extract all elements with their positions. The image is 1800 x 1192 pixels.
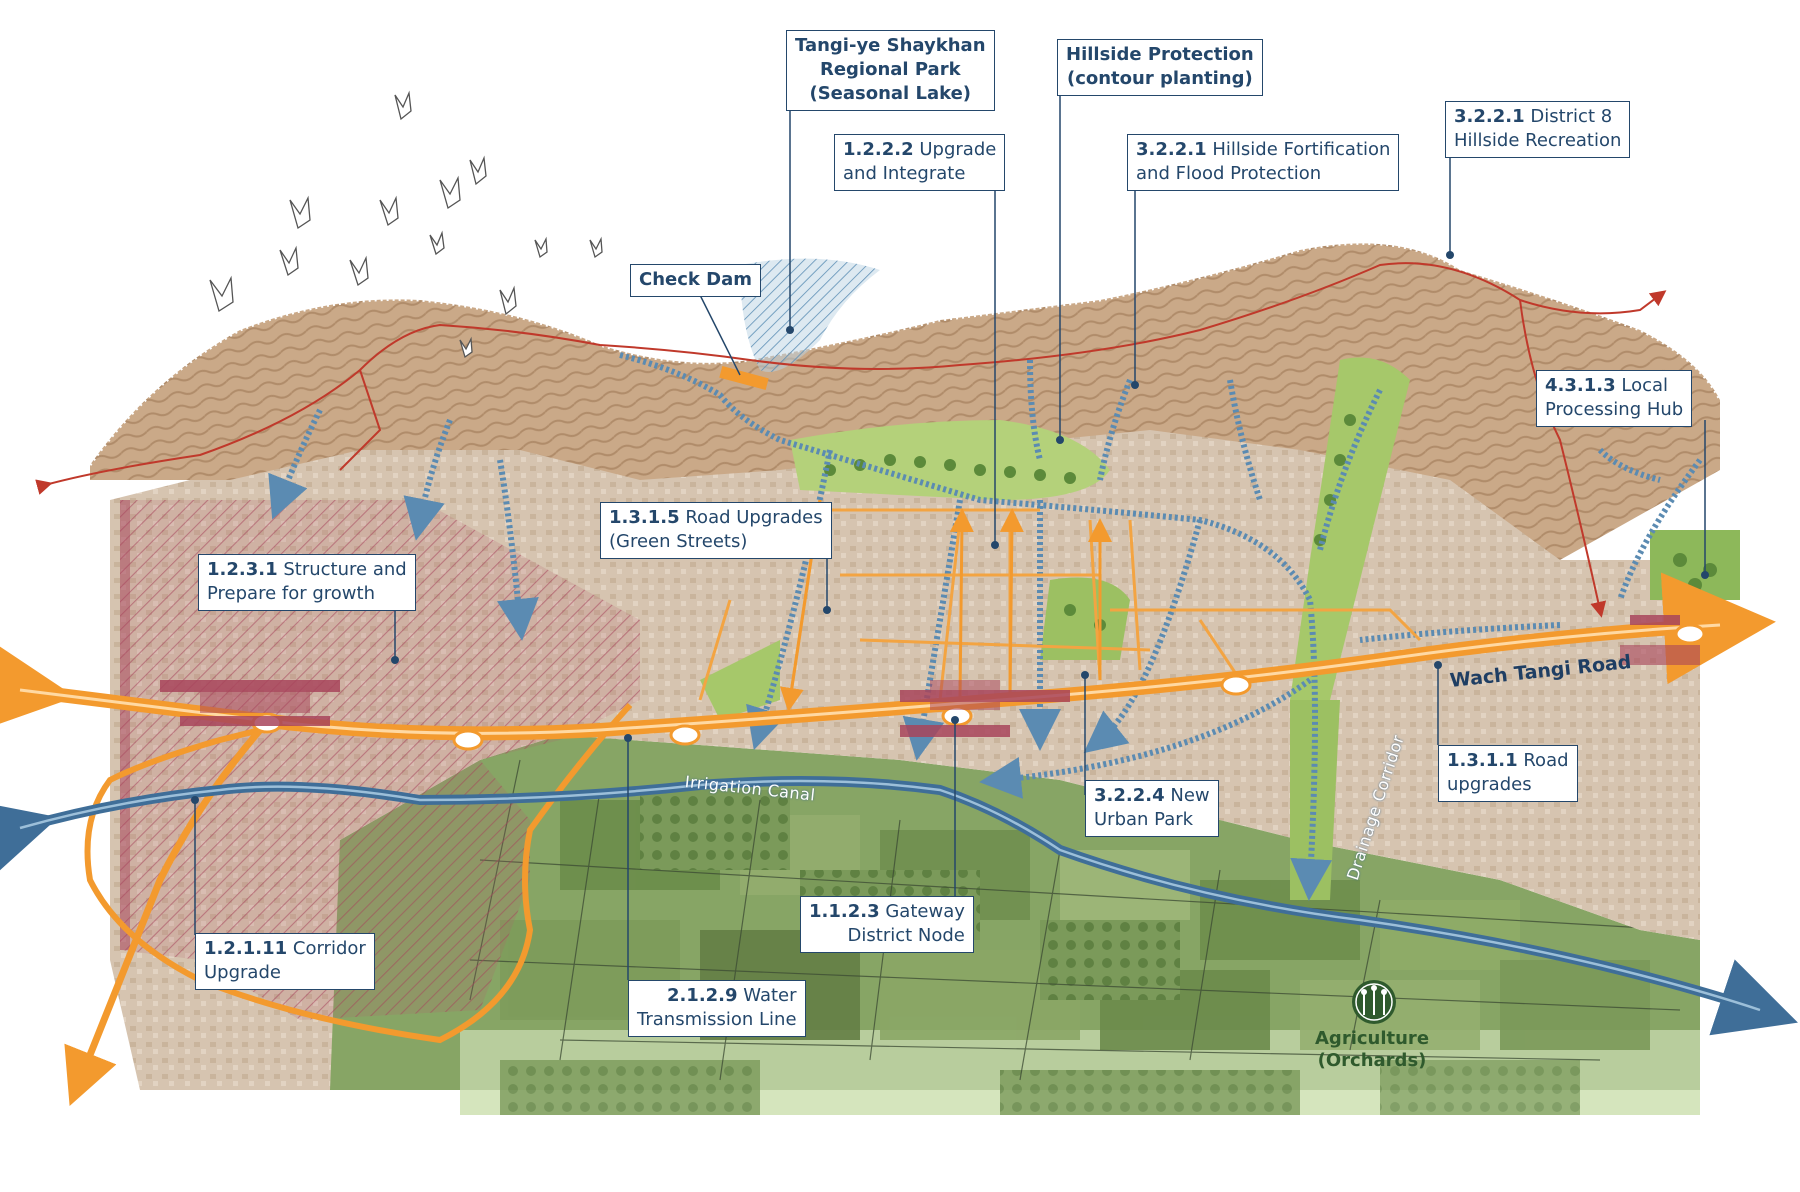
ridge-branch	[1519, 299, 1607, 618]
label-upgrade-integrate: 1.2.2.2 Upgrade and Integrate	[834, 134, 1006, 191]
label-district8: 3.2.2.1 District 8 Hillside Recreation	[1445, 101, 1631, 158]
label-hillside-fortification: 3.2.2.1 Hillside Fortification and Flood…	[1127, 134, 1400, 191]
label-line: upgrades	[1447, 774, 1532, 795]
label-code: 3.2.2.1	[1136, 139, 1207, 160]
label-line: Transmission Line	[637, 1009, 797, 1030]
label-line: (contour planting)	[1066, 68, 1253, 89]
label-line: Regional Park	[819, 59, 961, 80]
leader-lines	[194, 75, 1706, 980]
label-line: District Node	[847, 925, 965, 946]
irrigation-canal-highlight	[19, 779, 1761, 1012]
label-structure-prepare: 1.2.3.1 Structure and Prepare for growth	[198, 554, 416, 611]
label-line: District 8	[1530, 106, 1613, 127]
agriculture-label-line: Agriculture	[1315, 1028, 1430, 1049]
label-line: Urban Park	[1094, 809, 1194, 830]
ridge-trail	[35, 262, 1667, 495]
growth-zone-edge	[120, 500, 130, 950]
label-road-upgrades: 1.3.1.1 Road upgrades	[1438, 745, 1578, 802]
leader-dots	[191, 251, 1709, 804]
bird-icon	[209, 90, 603, 359]
label-line: New	[1170, 785, 1210, 806]
agriculture-label: Agriculture (Orchards)	[1315, 1028, 1429, 1072]
label-line: Check Dam	[639, 269, 752, 290]
label-line: and Flood Protection	[1136, 163, 1322, 184]
label-line: and Integrate	[843, 163, 966, 184]
label-line: Corridor	[292, 938, 366, 959]
label-code: 3.2.2.4	[1094, 785, 1165, 806]
label-code: 1.3.1.5	[609, 507, 680, 528]
label-line: (Green Streets)	[609, 531, 748, 552]
label-line: Upgrade	[919, 139, 997, 160]
label-line: Gateway	[885, 901, 965, 922]
label-code: 1.2.1.11	[204, 938, 288, 959]
label-line: Prepare for growth	[207, 583, 375, 604]
label-line: Upgrade	[204, 962, 281, 983]
label-code: 3.2.2.1	[1454, 106, 1525, 127]
label-water-transmission: 2.1.2.9 Water Transmission Line	[628, 980, 806, 1037]
agriculture-label-line: (Orchards)	[1317, 1050, 1427, 1071]
label-line: Hillside Protection	[1066, 44, 1254, 65]
label-check-dam: Check Dam	[630, 264, 761, 297]
label-urban-park: 3.2.2.4 New Urban Park	[1085, 780, 1219, 837]
label-code: 1.1.2.3	[809, 901, 880, 922]
label-code: 2.1.2.9	[666, 985, 738, 1006]
ridge-branch-west	[339, 369, 382, 471]
label-line: Local	[1621, 375, 1669, 396]
commercial-frontage	[160, 615, 1700, 737]
label-local-processing: 4.3.1.3 Local Processing Hub	[1536, 370, 1693, 427]
label-road-upgrades-green: 1.3.1.5 Road Upgrades (Green Streets)	[600, 502, 832, 559]
label-line: Hillside Recreation	[1454, 130, 1622, 151]
label-line: Road Upgrades	[685, 507, 823, 528]
label-line: Processing Hub	[1545, 399, 1684, 420]
label-line: Structure and	[283, 559, 407, 580]
label-line: (Seasonal Lake)	[809, 83, 972, 104]
label-line: Tangi-ye Shaykhan	[795, 35, 986, 56]
label-code: 1.3.1.1	[1447, 750, 1518, 771]
label-code: 1.2.3.1	[207, 559, 278, 580]
label-tangi-park: Tangi-ye Shaykhan Regional Park (Seasona…	[786, 30, 995, 111]
label-line: Hillside Fortification	[1212, 139, 1391, 160]
label-line: Road	[1523, 750, 1569, 771]
label-code: 4.3.1.3	[1545, 375, 1616, 396]
label-code: 1.2.2.2	[843, 139, 914, 160]
label-gateway-node: 1.1.2.3 Gateway District Node	[800, 896, 974, 953]
label-corridor-upgrade: 1.2.1.11 Corridor Upgrade	[195, 933, 375, 990]
label-hillside-protection: Hillside Protection (contour planting)	[1057, 39, 1263, 96]
label-line: Water	[743, 985, 797, 1006]
wheat-icon	[1352, 980, 1396, 1024]
